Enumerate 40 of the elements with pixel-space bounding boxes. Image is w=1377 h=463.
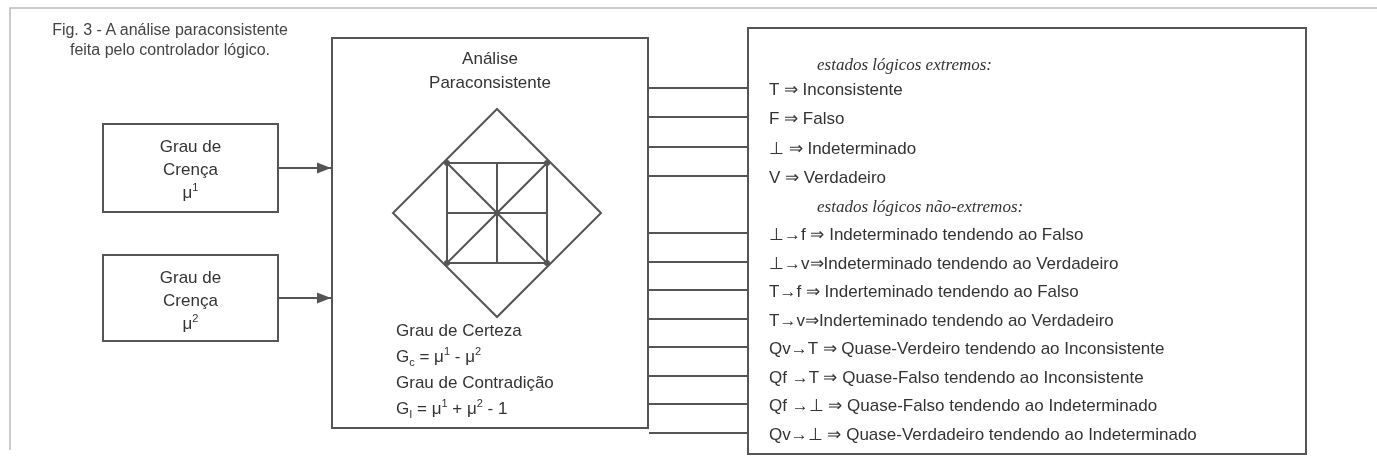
connector-line <box>648 232 748 234</box>
state-item: Qv→T ⇒ Quase-Verdeiro tendendo ao Inconsistente <box>769 339 1165 359</box>
box-label: Grau de Crença μ$^{1}$ <box>158 136 223 204</box>
connector-line <box>648 116 748 118</box>
state-item: Qf →T ⇒ Quase-Falso tendendo ao Inconsistente <box>769 368 1144 388</box>
state-item: T ⇒ Inconsistente <box>769 80 903 100</box>
connector-line <box>648 375 748 377</box>
state-item: ⊥→v⇒Indeterminado tendendo ao Verdadeiro <box>769 254 1119 274</box>
process-box <box>102 123 279 213</box>
state-item: V ⇒ Verdadeiro <box>769 168 886 188</box>
connector-line <box>648 146 748 148</box>
process-box <box>102 254 279 342</box>
box-label: Grau de Crença μ$^{2}$ <box>158 267 223 335</box>
connector-line <box>278 292 332 304</box>
connector-line <box>648 346 748 348</box>
state-item: F ⇒ Falso <box>769 109 845 129</box>
state-item: ⊥ ⇒ Indeterminado <box>769 139 917 159</box>
connector-line <box>648 318 748 320</box>
formula-heading: Grau de Contradição <box>396 373 554 393</box>
box-title: Análise Paraconsistente <box>428 48 552 94</box>
connector-line <box>278 162 332 174</box>
state-item: ⊥→f ⇒ Indeterminado tendendo ao Falso <box>769 225 1084 245</box>
state-item: Qv→⊥ ⇒ Quase-Verdadeiro tendendo ao Indeterminado <box>769 425 1197 445</box>
formula: G$_{I}$ = μ$^{1}$ + μ$^{2}$ - 1 <box>396 399 508 419</box>
connector-line <box>648 403 748 405</box>
process-box <box>747 27 1307 455</box>
state-item: Qf →⊥ ⇒ Quase-Falso tendendo ao Indeterminado <box>769 396 1158 416</box>
section-heading: estados lógicos não-extremos: <box>817 197 1024 217</box>
state-item: T→f ⇒ Inderteminado tendendo ao Falso <box>769 282 1079 302</box>
section-heading: estados lógicos extremos: <box>817 55 992 75</box>
connector-line <box>648 289 748 291</box>
figure-caption: Fig. 3 - A análise paraconsistente feita pelo controlador lógico. <box>51 20 289 60</box>
formula: G$_{c}$ = μ$^{1}$ - μ$^{2}$ <box>396 347 482 367</box>
connector-line <box>648 261 748 263</box>
state-item: T→v⇒Inderteminado tendendo ao Verdadeiro <box>769 311 1114 331</box>
formula-heading: Grau de Certeza <box>396 321 522 341</box>
connector-line <box>648 87 748 89</box>
connector-line <box>648 175 748 177</box>
connector-line <box>648 432 748 434</box>
process-box <box>331 37 649 429</box>
